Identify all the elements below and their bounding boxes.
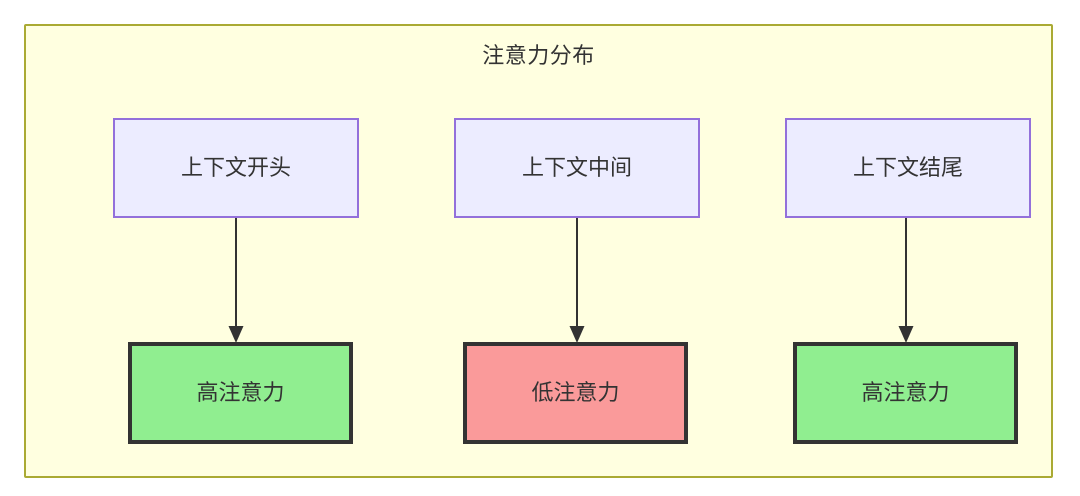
- edge-context-middle-to-attention: [566, 218, 588, 344]
- arrow-down-icon: [228, 218, 244, 343]
- arrow-down-icon: [569, 218, 585, 343]
- edge-context-start-to-attention: [225, 218, 247, 344]
- node-context-end[interactable]: 上下文结尾: [785, 118, 1031, 218]
- node-context-start[interactable]: 上下文开头: [113, 118, 359, 218]
- edge-context-end-to-attention: [895, 218, 917, 344]
- node-attention-middle[interactable]: 低注意力: [463, 342, 688, 444]
- node-context-middle-label: 上下文中间: [521, 154, 632, 180]
- diagram-title: 注意力分布: [482, 43, 595, 68]
- node-attention-end[interactable]: 高注意力: [793, 342, 1018, 444]
- node-attention-start[interactable]: 高注意力: [128, 342, 353, 444]
- node-attention-end-label: 高注意力: [861, 379, 950, 405]
- subgraph-container: 注意力分布 上下文开头 上下文中间 上下文结尾: [24, 24, 1053, 478]
- node-context-end-label: 上下文结尾: [852, 154, 963, 180]
- node-attention-middle-label: 低注意力: [531, 379, 620, 405]
- node-context-start-label: 上下文开头: [180, 154, 291, 180]
- arrow-down-icon: [898, 218, 914, 343]
- node-attention-start-label: 高注意力: [196, 379, 285, 405]
- node-context-middle[interactable]: 上下文中间: [454, 118, 700, 218]
